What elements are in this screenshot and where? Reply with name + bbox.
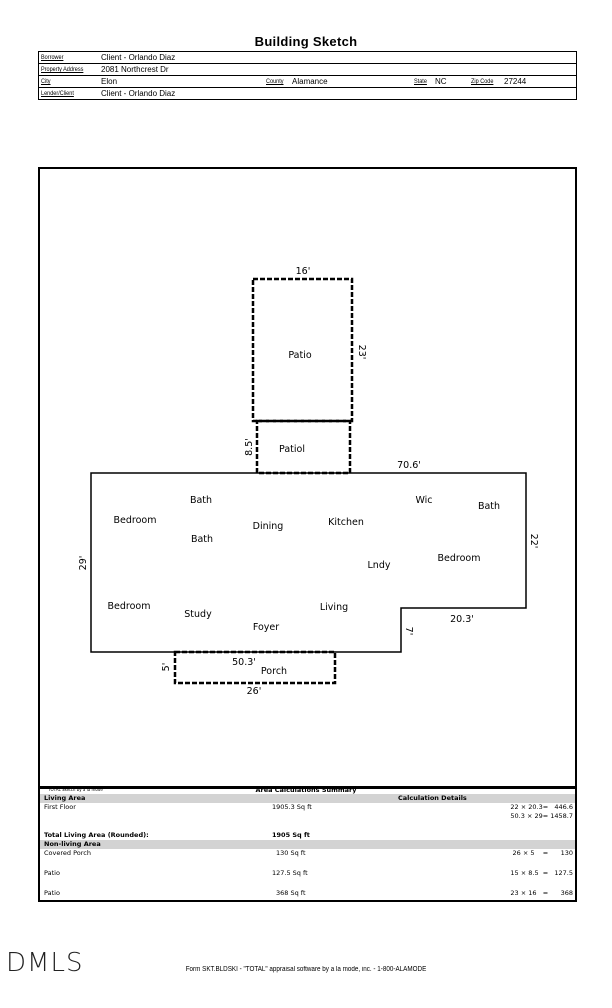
dim-patio-top: 16' xyxy=(296,266,311,277)
non-living-name: Patio xyxy=(44,869,60,877)
county-label: County xyxy=(266,78,284,85)
lender-row: Lender/Client Client - Orlando Diaz xyxy=(39,88,576,99)
room-bedroom-left-bottom: Bedroom xyxy=(108,601,151,612)
first-floor-row: First Floor 1905.3 Sq ft 22 × 20.3= 446.… xyxy=(40,803,575,812)
room-bath-top: Bath xyxy=(190,495,212,506)
room-patio: Patio xyxy=(288,350,311,361)
room-foyer: Foyer xyxy=(253,622,279,633)
non-living-name: Covered Porch xyxy=(44,849,91,857)
sketch-frame xyxy=(38,167,577,902)
room-bedroom-left-top: Bedroom xyxy=(114,515,157,526)
non-living-header: Non-living Area xyxy=(40,840,575,849)
dim-front: 50.3' xyxy=(232,657,256,668)
non-living-row: Patio 368 Sq ft 23 × 16 = 368 xyxy=(40,889,575,898)
dim-patiol-side: 8.5' xyxy=(244,438,255,456)
non-living-heading: Non-living Area xyxy=(44,840,101,848)
zip-value: 27244 xyxy=(504,77,527,86)
room-bedroom-right: Bedroom xyxy=(438,553,481,564)
living-area-header: Living Area Calculation Details xyxy=(40,794,575,803)
borrower-value: Client - Orlando Diaz xyxy=(101,53,176,62)
dim-top: 70.6' xyxy=(397,460,421,471)
dim-patio-side: 23' xyxy=(356,345,367,360)
dim-left: 29' xyxy=(78,556,89,571)
non-living-calc: 26 × 5 = 130 xyxy=(512,849,574,857)
room-bath-mid: Bath xyxy=(191,534,213,545)
form-footer: Form SKT.BLDSKI - "TOTAL" appraisal soft… xyxy=(185,966,427,973)
room-living: Living xyxy=(320,602,348,613)
non-living-calc: 23 × 16 = 368 xyxy=(510,889,573,897)
address-label: Property Address xyxy=(41,66,84,73)
lender-value: Client - Orlando Diaz xyxy=(101,89,176,98)
summary-title: Area Calculations Summary xyxy=(255,786,357,794)
non-living-row: Patio 127.5 Sq ft 15 × 8.5 = 127.5 xyxy=(40,869,575,889)
living-area-heading: Living Area xyxy=(44,794,86,802)
calc-detail-2: 50.3 × 29= 1458.7 xyxy=(510,812,573,820)
calculation-details-heading: Calculation Details xyxy=(398,794,467,802)
area-calculations-summary: Living Area Calculation Details First Fl… xyxy=(40,786,575,898)
total-living-label: Total Living Area (Rounded): xyxy=(44,831,149,839)
non-living-row: Covered Porch 130 Sq ft 26 × 5 = 130 xyxy=(40,849,575,869)
room-patiol: Patiol xyxy=(279,444,305,455)
porch-outline xyxy=(173,650,337,685)
total-living-value: 1905 Sq ft xyxy=(272,831,310,839)
room-porch: Porch xyxy=(261,666,287,677)
borrower-label: Borrower xyxy=(41,54,64,61)
state-value: NC xyxy=(435,77,447,86)
lender-label: Lender/Client xyxy=(41,90,74,97)
non-living-area: 127.5 Sq ft xyxy=(272,869,308,877)
dmls-logo: DMLS xyxy=(6,948,84,978)
living-area-outline xyxy=(90,472,527,653)
calc-detail-1: 22 × 20.3= 446.6 xyxy=(510,803,573,811)
borrower-row: Borrower Client - Orlando Diaz xyxy=(39,52,576,64)
address-value: 2081 Northcrest Dr xyxy=(101,65,169,74)
city-row: City Elon County Alamance State NC Zip C… xyxy=(39,76,576,88)
room-kitchen: Kitchen xyxy=(328,517,364,528)
non-living-calc: 15 × 8.5 = 127.5 xyxy=(510,869,573,877)
zip-label: Zip Code xyxy=(471,78,494,85)
state-label: State xyxy=(414,78,427,85)
page-title: Building Sketch xyxy=(254,34,358,49)
room-study: Study xyxy=(184,609,212,620)
county-value: Alamance xyxy=(292,77,328,86)
room-wic: Wic xyxy=(415,495,432,506)
first-floor-label: First Floor xyxy=(44,803,76,811)
room-dining: Dining xyxy=(253,521,284,532)
non-living-area: 130 Sq ft xyxy=(276,849,306,857)
patiol-outline xyxy=(255,419,352,475)
non-living-name: Patio xyxy=(44,889,60,897)
non-living-area: 368 Sq ft xyxy=(276,889,306,897)
sketch-credit: TOTAL Sketch by a la mode xyxy=(47,787,103,792)
room-lndy: Lndy xyxy=(368,560,391,571)
dim-step-h: 20.3' xyxy=(450,614,474,625)
room-bath-right: Bath xyxy=(478,501,500,512)
address-row: Property Address 2081 Northcrest Dr xyxy=(39,64,576,76)
property-info-table: Borrower Client - Orlando Diaz Property … xyxy=(38,51,577,100)
dim-porch-bottom: 26' xyxy=(247,686,262,697)
total-living-row: Total Living Area (Rounded): 1905 Sq ft xyxy=(40,831,575,840)
dim-step-v: 7' xyxy=(403,627,414,636)
first-floor-calc-row: 50.3 × 29= 1458.7 xyxy=(40,812,575,821)
dim-porch-side: 5' xyxy=(161,663,172,672)
first-floor-area: 1905.3 Sq ft xyxy=(272,803,312,811)
city-value: Elon xyxy=(101,77,118,86)
dim-right: 22' xyxy=(528,534,539,549)
city-label: City xyxy=(41,78,51,85)
